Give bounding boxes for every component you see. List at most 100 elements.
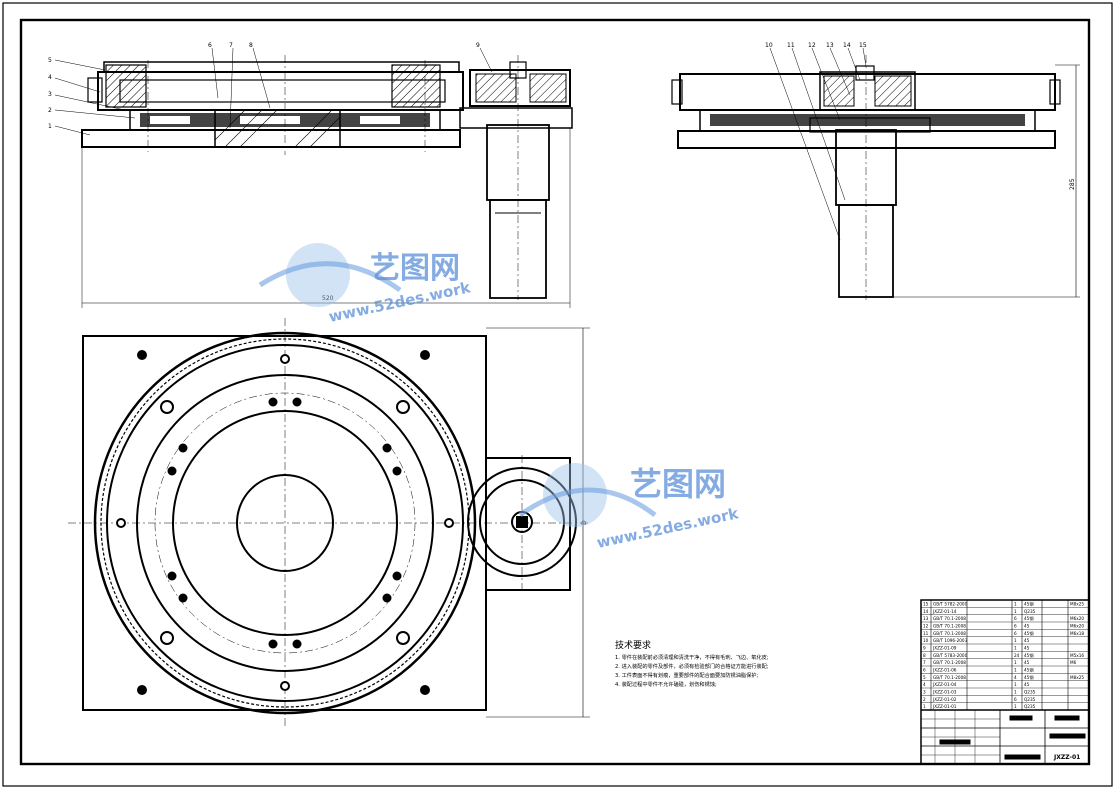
bom-cell-qty: 1 xyxy=(1014,602,1017,607)
bom-cell-qty: 1 xyxy=(1014,646,1017,651)
plan-view xyxy=(68,318,590,728)
part-label-1: 1 xyxy=(48,123,52,130)
bom-cell-mat: 45钢 xyxy=(1024,601,1034,608)
dimension-height: 285 xyxy=(1069,178,1076,190)
inner-frame xyxy=(19,18,1091,766)
watermark-globe-icon xyxy=(286,243,350,307)
bom-cell-no: 7 xyxy=(923,660,926,665)
bom-cell-code: GB/T 70.1-2008 xyxy=(933,624,966,629)
part-label-14: 14 xyxy=(843,42,851,49)
tech-note-line: 3. 工件表面不得有划痕，重要部件的配合面要加防锈油脂保护; xyxy=(615,671,758,679)
bom-cell-qty: 6 xyxy=(1014,697,1017,702)
side-view xyxy=(671,47,1080,300)
bom-cell-mat: 45 xyxy=(1024,624,1030,629)
part-label-9: 9 xyxy=(476,42,480,49)
bom-cell-qty: 6 xyxy=(1014,624,1017,629)
bom-cell-no: 8 xyxy=(923,653,926,658)
part-label-7: 7 xyxy=(229,42,233,49)
bom-cell-code: GB/T 70.1-2008 xyxy=(933,616,966,621)
tech-note-line: 4. 装配过程中零件不允许磕碰，划伤和锈蚀; xyxy=(615,680,717,688)
bom-cell-mat: 45钢 xyxy=(1024,674,1034,681)
bom-cell-no: 6 xyxy=(923,668,926,673)
bom-cell-code: JXZZ-01-04 xyxy=(932,682,957,687)
technical-requirements: 技术要求 1. 零件在装配前必须清理和清洗干净，不得有毛刺、飞边、氧化皮; 2.… xyxy=(615,639,769,688)
part-label-8: 8 xyxy=(249,42,253,49)
bom-cell-code: GB/T 70.1-2008 xyxy=(933,660,966,665)
part-label-11: 11 xyxy=(787,42,795,49)
bom-cell-note: M6x18 xyxy=(1070,631,1084,636)
bom-cell-mat: 45钢 xyxy=(1024,652,1034,659)
part-label-3: 3 xyxy=(48,91,52,98)
front-view-part-labels: 5 4 3 2 1 6 7 8 9 520 xyxy=(48,42,480,302)
side-view-part-labels: 10 11 12 13 14 15 285 xyxy=(765,42,1076,190)
part-label-2: 2 xyxy=(48,107,52,114)
bom-cell-qty: 24 xyxy=(1014,653,1020,658)
bom-cell-no: 2 xyxy=(923,697,926,702)
bom-cell-mat: 45 xyxy=(1024,646,1030,651)
watermark-brand: 艺图网 xyxy=(370,251,460,286)
part-label-4: 4 xyxy=(48,74,52,81)
watermark-globe-icon xyxy=(543,463,607,527)
bom-cell-qty: 1 xyxy=(1014,668,1017,673)
bom-cell-mat: 45 xyxy=(1024,682,1030,687)
bom-cell-no: 13 xyxy=(923,616,929,621)
bom-cell-mat: 45钢 xyxy=(1024,667,1034,674)
tech-notes-heading: 技术要求 xyxy=(615,639,651,651)
part-label-12: 12 xyxy=(808,42,816,49)
bom-cell-code: JXZZ-01-14 xyxy=(932,609,957,614)
bom-cell-qty: 1 xyxy=(1014,609,1017,614)
tech-note-line: 2. 进入装配的零件及部件，必须有检验部门的合格证方能进行装配; xyxy=(615,662,769,670)
tech-note-line: 1. 零件在装配前必须清理和清洗干净，不得有毛刺、飞边、氧化皮; xyxy=(615,653,769,661)
bom-cell-no: 11 xyxy=(923,631,929,636)
part-label-5: 5 xyxy=(48,57,52,64)
bom-cell-no: 9 xyxy=(923,646,926,651)
part-label-6: 6 xyxy=(208,42,212,49)
part-label-13: 13 xyxy=(826,42,834,49)
bom-cell-qty: 1 xyxy=(1014,704,1017,709)
bom-cell-qty: 6 xyxy=(1014,616,1017,621)
bom-cell-no: 3 xyxy=(923,690,926,695)
bom-cell-note: M6x20 xyxy=(1070,616,1084,621)
plan-view-holes xyxy=(116,350,528,695)
bom-cell-no: 12 xyxy=(923,624,929,629)
bom-cell-note: M5x16 xyxy=(1070,653,1084,658)
bom-cell-code: JXZZ-01-09 xyxy=(932,646,957,651)
bom-cell-qty: 1 xyxy=(1014,682,1017,687)
bom-cell-mat: 45 xyxy=(1024,638,1030,643)
bom-cell-mat: 45钢 xyxy=(1024,615,1034,622)
bom-cell-qty: 1 xyxy=(1014,660,1017,665)
bom-cell-code: JXZZ-01-06 xyxy=(932,668,957,673)
bom-cell-mat: Q235 xyxy=(1024,704,1036,709)
bom-cell-no: 5 xyxy=(923,675,926,680)
bom-cell-qty: 6 xyxy=(1014,631,1017,636)
dimension-plan: D xyxy=(581,520,588,525)
bom-cell-code: JXZZ-01-01 xyxy=(932,704,957,709)
watermark-brand: 艺图网 xyxy=(630,465,726,503)
bom-cell-note: M8x25 xyxy=(1070,675,1084,680)
bom-cell-note: M6x20 xyxy=(1070,624,1084,629)
bom-cell-no: 4 xyxy=(923,682,926,687)
bom-cell-code: GB/T 5782-2000 xyxy=(933,602,968,607)
bom-cell-mat: 45钢 xyxy=(1024,630,1034,637)
bom-cell-code: GB/T 70.1-2008 xyxy=(933,631,966,636)
bom-cell-note: M6 xyxy=(1070,660,1077,665)
bom-cell-code: GB/T 1096-2003 xyxy=(933,638,968,643)
bom-cell-code: JXZZ-01-03 xyxy=(932,690,957,695)
bom-cell-code: GB/T 70.1-2008 xyxy=(933,675,966,680)
bom-cell-no: 15 xyxy=(923,602,929,607)
dimension-width: 520 xyxy=(322,295,334,302)
bom-cell-no: 1 xyxy=(923,704,926,709)
bom-cell-mat: Q235 xyxy=(1024,697,1036,702)
bom-cell-note: M8x25 xyxy=(1070,602,1084,607)
bom-cell-code: GB/T 5783-2000 xyxy=(933,653,968,658)
bom-cell-qty: 4 xyxy=(1014,675,1017,680)
drawing-code: JXZZ-01 xyxy=(1053,754,1080,761)
bom-cell-qty: 1 xyxy=(1014,690,1017,695)
front-view xyxy=(54,47,573,308)
part-label-10: 10 xyxy=(765,42,773,49)
bom-cell-qty: 1 xyxy=(1014,638,1017,643)
